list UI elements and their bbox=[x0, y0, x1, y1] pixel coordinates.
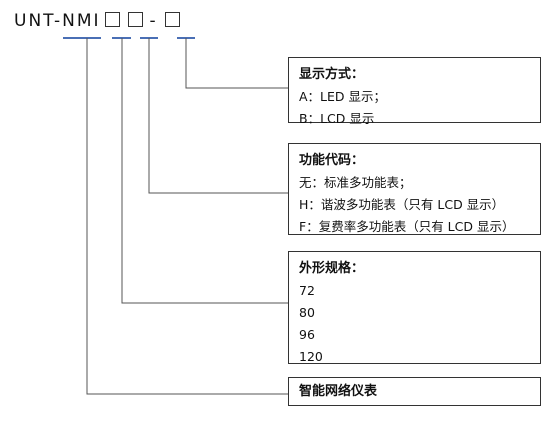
code-slot-2 bbox=[127, 12, 143, 27]
function-option-h: H：谐波多功能表（只有 LCD 显示） bbox=[299, 197, 505, 212]
code-slot-3 bbox=[164, 12, 180, 27]
function-option-none: 无：标准多功能表； bbox=[299, 175, 412, 190]
product-name-title: 智能网络仪表 bbox=[299, 384, 378, 399]
leader-display bbox=[185, 38, 288, 89]
display-mode-box: 显示方式： A：LED 显示； B：LCD 显示 bbox=[288, 57, 541, 126]
size-option-120: 120 bbox=[299, 349, 323, 364]
size-spec-box: 外形规格： 72 80 96 120 bbox=[288, 251, 541, 364]
model-prefix: UNT-NMI bbox=[14, 11, 101, 31]
code-slot-1 bbox=[104, 12, 120, 27]
function-code-box: 功能代码： 无：标准多功能表； H：谐波多功能表（只有 LCD 显示） F：复费… bbox=[288, 143, 541, 235]
size-option-80: 80 bbox=[299, 305, 315, 320]
leader-size bbox=[121, 38, 288, 304]
product-name-box: 智能网络仪表 bbox=[288, 377, 541, 406]
leader-product bbox=[86, 38, 288, 395]
function-code-title: 功能代码： bbox=[299, 153, 365, 168]
function-option-f: F：复费率多功能表（只有 LCD 显示） bbox=[299, 219, 515, 234]
size-spec-title: 外形规格： bbox=[299, 261, 365, 276]
leader-function bbox=[148, 38, 288, 194]
model-dash: - bbox=[149, 11, 158, 31]
size-option-72: 72 bbox=[299, 283, 315, 298]
display-mode-title: 显示方式： bbox=[299, 67, 365, 82]
display-option-a: A：LED 显示； bbox=[299, 89, 387, 104]
display-option-b: B：LCD 显示 bbox=[299, 111, 375, 126]
size-option-96: 96 bbox=[299, 327, 315, 342]
model-code: UNT-NMI - bbox=[14, 11, 184, 31]
